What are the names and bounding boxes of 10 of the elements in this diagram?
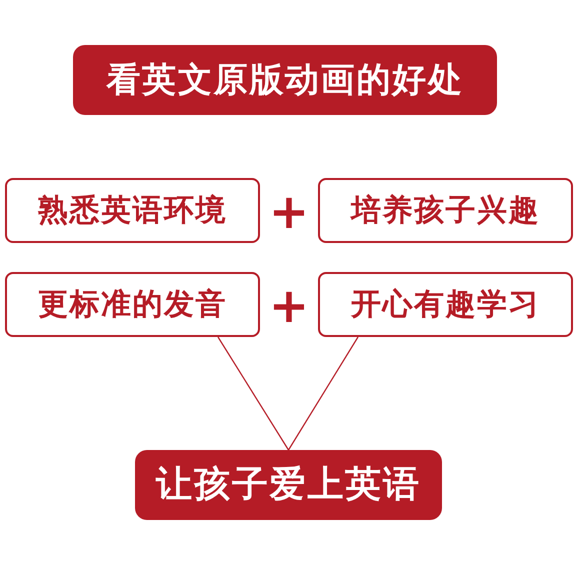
plus-sign: + bbox=[268, 284, 310, 328]
heading-banner: 看英文原版动画的好处 bbox=[73, 45, 497, 115]
benefit-box: 熟悉英语环境 bbox=[5, 178, 260, 243]
heading-banner: 让孩子爱上英语 bbox=[135, 450, 442, 520]
plus-sign: + bbox=[268, 190, 310, 234]
benefit-box: 开心有趣学习 bbox=[318, 272, 573, 337]
connector-line bbox=[218, 336, 289, 450]
benefit-box: 更标准的发音 bbox=[5, 272, 260, 337]
connector-line bbox=[288, 336, 359, 450]
benefit-box: 培养孩子兴趣 bbox=[318, 178, 573, 243]
